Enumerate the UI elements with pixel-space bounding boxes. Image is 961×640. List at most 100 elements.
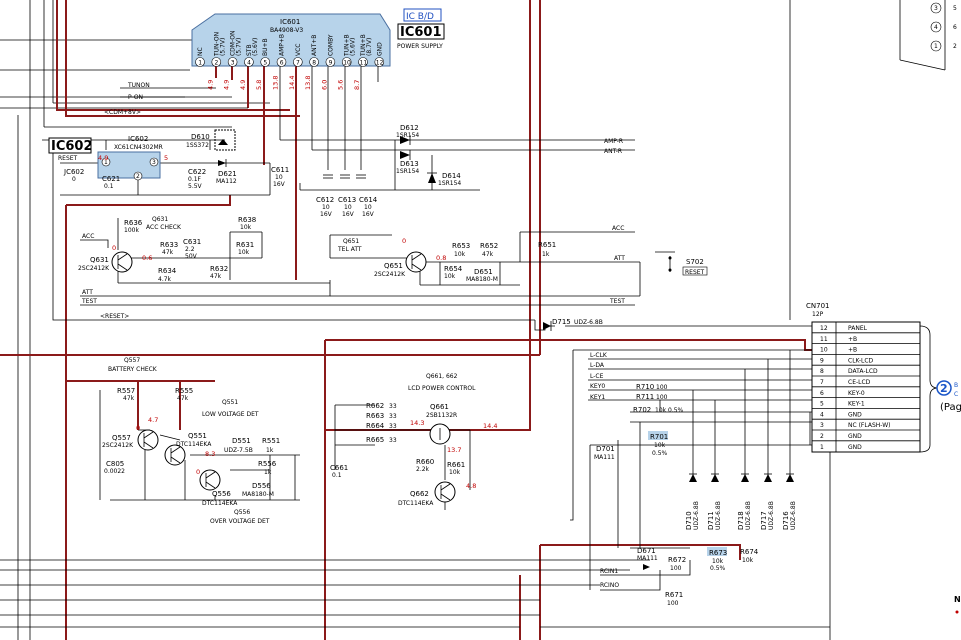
svg-text:0.8: 0.8 (436, 254, 446, 262)
c622-ref: C622 (188, 168, 206, 176)
svg-text:100: 100 (656, 394, 668, 401)
zener-ref: D718 (737, 511, 745, 530)
svg-text:R662: R662 (366, 402, 384, 410)
page-marker: 2 (940, 382, 948, 395)
svg-text:3: 3 (152, 159, 156, 166)
ic601-pin-number: 5 (263, 60, 267, 67)
ic601-pin-voltage: 4.9 (239, 80, 247, 90)
ic601-pin-voltage: 4.9 (206, 80, 214, 90)
svg-text:4.7k: 4.7k (158, 276, 172, 283)
svg-text:5: 5 (953, 5, 957, 12)
cn701-pin-number: 8 (820, 368, 824, 375)
cn701-pin-signal: GND (848, 411, 862, 418)
r701-ref: R701 (650, 433, 668, 441)
svg-text:2.2: 2.2 (185, 246, 195, 253)
diode-d614: D614 1SR154 (427, 172, 461, 187)
q661-title: Q661, 662 (426, 373, 458, 380)
cn701-row-11: 11+B (812, 332, 920, 343)
zener-ref: D711 (707, 511, 715, 530)
svg-text:50V: 50V (185, 253, 198, 260)
svg-text:D671: D671 (637, 547, 656, 555)
svg-text:0: 0 (112, 244, 116, 252)
r711-ref: R711 (636, 393, 654, 401)
svg-text:CN701: CN701 (806, 302, 830, 310)
svg-text:(Pag: (Pag (940, 402, 961, 413)
ic601-big-label: IC601 (400, 25, 442, 40)
svg-text:C614: C614 (359, 196, 378, 204)
transistor-q631 (111, 251, 133, 273)
cn701-row-10: 10+B (812, 343, 920, 354)
diode-d612: D612 1SR154 (396, 124, 419, 145)
svg-text:10k 0.5%: 10k 0.5% (655, 407, 684, 414)
signal-acc-right: ACC (612, 225, 624, 232)
ic601-pin-name: VCC (295, 44, 302, 56)
svg-text:0.1F: 0.1F (188, 176, 202, 183)
ic601-pin-name: CDM-ON (230, 30, 237, 56)
ic601-pin-name: STB (246, 44, 253, 56)
svg-text:100: 100 (670, 565, 682, 572)
svg-text:8.3: 8.3 (205, 450, 215, 458)
svg-text:10k: 10k (240, 224, 252, 231)
cn701-pin-signal: GND (848, 444, 862, 451)
r652-ref: R652 (480, 242, 498, 250)
signal-key0: KEY0 (590, 383, 605, 390)
cn701-pin-signal: KEY-0 (848, 390, 865, 397)
r632-ref: R632 (210, 265, 228, 273)
transistor-q661 (429, 423, 451, 445)
ic601-pin-name: TUN+B (344, 34, 351, 57)
svg-text:33: 33 (389, 413, 397, 420)
d701-ref: D701 (596, 445, 615, 453)
r638-ref: R638 (238, 216, 256, 224)
q551-title: Q551 (222, 399, 238, 406)
ic601-pin-number: 7 (296, 60, 300, 67)
jc602-ref: JC602 (63, 168, 84, 176)
ic601-pin-number: 12 (376, 60, 384, 67)
r557-ref: R557 (117, 387, 135, 395)
svg-text:47k: 47k (177, 395, 189, 402)
cn701-pin-number: 9 (820, 357, 824, 364)
svg-text:0: 0 (136, 424, 140, 432)
signal-ant-r: ANT-R (604, 148, 622, 155)
svg-text:4.8: 4.8 (466, 482, 476, 490)
ic601-board-tag: IC B/D (406, 12, 434, 22)
ic602: IC602 RESET IC602 XC61CN4302MR 1 2 3 4.9… (48, 135, 168, 181)
svg-text:12P: 12P (812, 311, 824, 318)
svg-text:DTC114EKA: DTC114EKA (202, 500, 238, 507)
ic601-pin-sub: (5.7V) (236, 38, 243, 56)
svg-text:DTC114EKA: DTC114EKA (398, 500, 434, 507)
zener-val: UDZ-6.8B (790, 501, 797, 530)
svg-text:47k: 47k (162, 249, 174, 256)
signal-l-ce: L-CE (590, 373, 604, 380)
jc602-val: 0 (72, 176, 76, 183)
svg-text:RESET: RESET (58, 155, 78, 162)
d651-ref: D651 (474, 268, 493, 276)
ic601-pin-voltage: 8.7 (353, 80, 361, 90)
ic601-pin-5: 5BU+B5.8 (255, 38, 271, 90)
c661-ref: C661 (330, 464, 348, 472)
ic601-pin-name: TUN-ON (213, 32, 220, 57)
ic601-pin-voltage: 6.0 (320, 80, 328, 90)
svg-text:LCD POWER CONTROL: LCD POWER CONTROL (408, 385, 476, 392)
svg-text:100: 100 (656, 384, 668, 391)
svg-text:100k: 100k (124, 227, 139, 234)
q651-title: Q651 (343, 238, 359, 245)
ic601-pin-sub: (5.7V) (219, 38, 226, 56)
svg-text:1: 1 (934, 43, 938, 50)
transistor-q651 (405, 251, 427, 273)
ic601-pin-name: AMP+B (279, 34, 286, 56)
r672-ref: R672 (668, 556, 686, 564)
svg-text:Q662: Q662 (410, 490, 429, 498)
cn701-pin-signal: CLK-LCD (848, 357, 874, 364)
d621-ref: D621 (218, 170, 237, 178)
